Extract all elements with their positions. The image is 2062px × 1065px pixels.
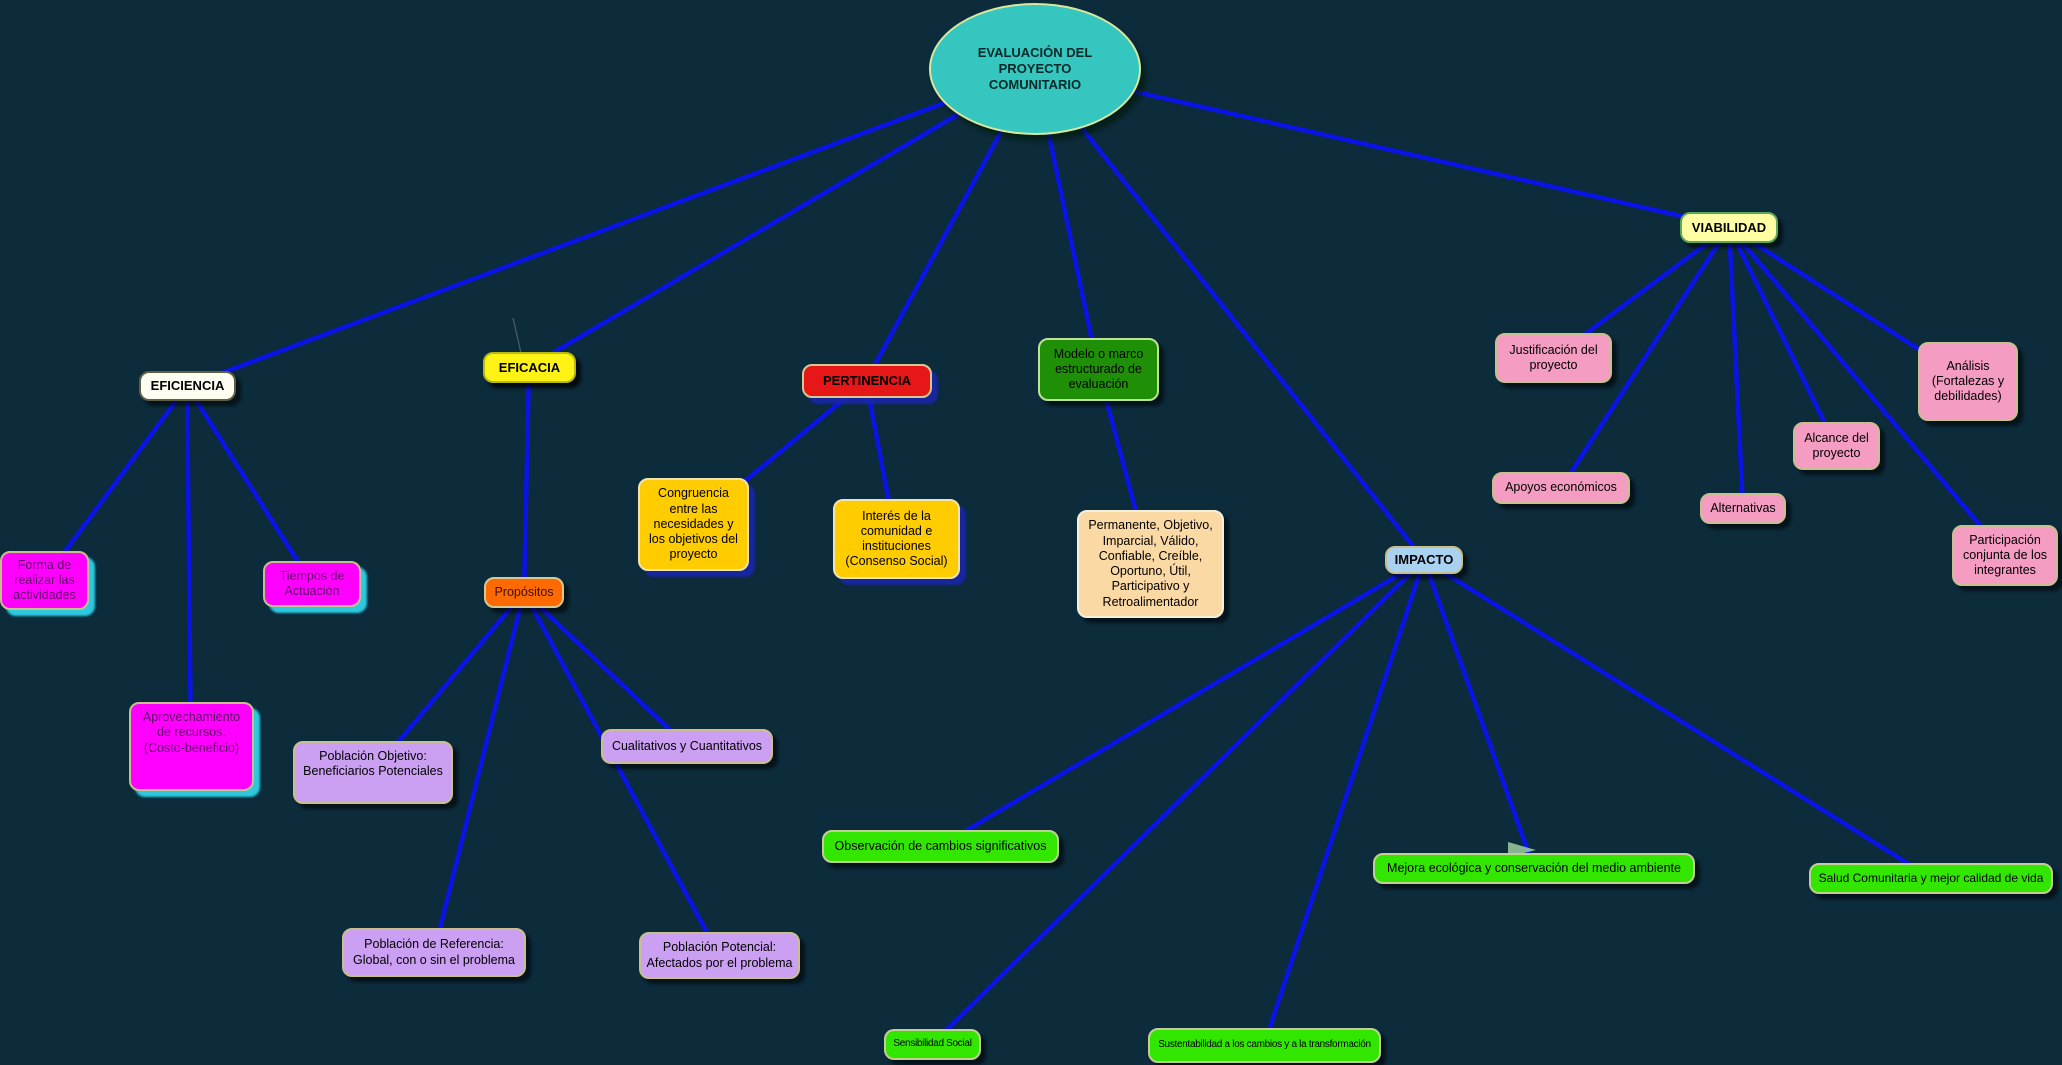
node-justificacion[interactable]: Justificación del proyecto xyxy=(1495,333,1612,383)
node-alcance-proyecto[interactable]: Alcance del proyecto xyxy=(1793,422,1880,470)
link-viabilidad-alternativas xyxy=(1726,226,1746,509)
link-propositos-poblacion-referencia xyxy=(431,591,527,953)
link-root-impacto xyxy=(1033,67,1426,562)
node-participacion-conjunta[interactable]: Participación conjunta de los integrante… xyxy=(1952,525,2058,586)
node-label: Alternativas xyxy=(1710,500,1776,515)
link-root-viabilidad xyxy=(1034,66,1730,230)
node-label: IMPACTO xyxy=(1394,552,1454,568)
link-impacto-sustentabilidad xyxy=(1261,559,1427,1046)
node-poblacion-referencia[interactable]: Población de Referencia: Global, con o s… xyxy=(342,928,526,977)
node-label: Modelo o marco estructurado de evaluació… xyxy=(1053,346,1144,392)
node-aprovechamiento[interactable]: Aprovechamiento de recursos. (Costo-bene… xyxy=(129,702,254,791)
link-impacto-mejora xyxy=(1421,559,1537,869)
node-label: Interés de la comunidad e instituciones … xyxy=(845,508,948,569)
node-label: Participación conjunta de los integrante… xyxy=(1962,532,2048,578)
node-label: Alcance del proyecto xyxy=(1804,430,1869,460)
node-propositos[interactable]: Propósitos xyxy=(484,577,564,608)
stray-line-artifact xyxy=(512,317,522,354)
link-root-eficiencia xyxy=(186,66,1036,389)
node-apoyos-economicos[interactable]: Apoyos económicos xyxy=(1492,472,1630,504)
node-label: Cualitativos y Cuantitativos xyxy=(611,738,763,753)
node-label: Permanente, Objetivo, Imparcial, Válido,… xyxy=(1088,518,1213,609)
link-eficacia-propositos xyxy=(521,366,532,593)
node-sensibilidad-social[interactable]: Sensibilidad Social xyxy=(884,1029,981,1060)
node-salud-comunitaria[interactable]: Salud Comunitaria y mejor calidad de vid… xyxy=(1809,863,2053,894)
link-impacto-salud xyxy=(1422,558,1933,880)
link-root-eficacia xyxy=(527,67,1037,369)
node-label: Análisis (Fortalezas y debilidades) xyxy=(1931,358,2005,404)
link-propositos-cualitativos xyxy=(522,590,689,748)
node-label: PERTINENCIA xyxy=(822,373,912,389)
node-label: Tiempos de Actuación xyxy=(279,568,345,598)
node-permanente-objetivo[interactable]: Permanente, Objetivo, Imparcial, Válido,… xyxy=(1077,510,1224,618)
node-label: Congruencia entre las necesidades y los … xyxy=(649,486,738,562)
node-label: Salud Comunitaria y mejor calidad de vid… xyxy=(1818,871,2044,886)
node-label: Observación de cambios significativos xyxy=(834,838,1047,853)
node-root[interactable]: EVALUACIÓN DEL PROYECTO COMUNITARIO xyxy=(929,3,1141,135)
link-propositos-poblacion-potencial xyxy=(522,590,721,957)
node-eficiencia[interactable]: EFICIENCIA xyxy=(139,371,236,401)
node-poblacion-potencial[interactable]: Población Potencial: Afectados por el pr… xyxy=(639,932,800,979)
node-analisis-fortalezas[interactable]: Análisis (Fortalezas y debilidades) xyxy=(1918,342,2018,421)
node-label: Población de Referencia: Global, con o s… xyxy=(353,937,515,967)
link-eficiencia-tiempos xyxy=(185,384,314,586)
link-impacto-sensibilidad xyxy=(930,558,1426,1046)
node-mejora-ecologica[interactable]: Mejora ecológica y conservación del medi… xyxy=(1373,853,1695,884)
node-impacto[interactable]: IMPACTO xyxy=(1385,546,1463,574)
node-label: EFICACIA xyxy=(498,359,561,375)
node-label: Mejora ecológica y conservación del medi… xyxy=(1387,860,1681,875)
node-label: EVALUACIÓN DEL PROYECTO COMUNITARIO xyxy=(977,45,1093,92)
node-forma-de-realizar[interactable]: Forma de realizar las actividades xyxy=(0,551,89,610)
node-tiempos-actuacion[interactable]: Tiempos de Actuación xyxy=(263,561,361,607)
node-observacion-cambios[interactable]: Observación de cambios significativos xyxy=(822,830,1059,863)
node-label: Forma de realizar las actividades xyxy=(13,557,76,603)
node-label: Justificación del proyecto xyxy=(1509,342,1598,372)
node-pertinencia[interactable]: PERTINENCIA xyxy=(802,364,932,398)
node-label: Población Potencial: Afectados por el pr… xyxy=(646,940,793,970)
node-sustentabilidad[interactable]: Sustentabilidad a los cambios y a la tra… xyxy=(1148,1028,1381,1063)
node-label: Apoyos económicos xyxy=(1505,480,1617,495)
node-poblacion-objetivo[interactable]: Población Objetivo: Beneficiarios Potenc… xyxy=(293,741,453,804)
node-label: VIABILIDAD xyxy=(1691,219,1767,235)
node-interes-comunidad[interactable]: Interés de la comunidad e instituciones … xyxy=(833,499,960,579)
link-impacto-observacion xyxy=(938,558,1426,848)
link-viabilidad-participacion xyxy=(1727,225,2007,557)
node-label: Sustentabilidad a los cambios y a la tra… xyxy=(1158,1039,1371,1051)
node-congruencia[interactable]: Congruencia entre las necesidades y los … xyxy=(638,478,749,571)
node-modelo-marco[interactable]: Modelo o marco estructurado de evaluació… xyxy=(1038,338,1159,401)
link-viabilidad-alcance xyxy=(1726,226,1839,447)
node-alternativas[interactable]: Alternativas xyxy=(1700,493,1786,524)
link-viabilidad-apoyos xyxy=(1559,225,1731,490)
link-eficiencia-aprovechamiento xyxy=(184,385,194,747)
node-label: EFICIENCIA xyxy=(150,378,225,394)
node-label: Población Objetivo: Beneficiarios Potenc… xyxy=(303,749,443,779)
node-viabilidad[interactable]: VIABILIDAD xyxy=(1680,212,1778,243)
node-label: Aprovechamiento de recursos. (Costo-bene… xyxy=(142,710,241,755)
node-cualitativos-cuantitativos[interactable]: Cualitativos y Cuantitativos xyxy=(601,729,773,764)
node-label: Sensibilidad Social xyxy=(893,1038,972,1050)
link-eficiencia-forma xyxy=(42,384,189,582)
node-eficacia[interactable]: EFICACIA xyxy=(483,352,576,383)
node-label: Propósitos xyxy=(494,584,554,599)
